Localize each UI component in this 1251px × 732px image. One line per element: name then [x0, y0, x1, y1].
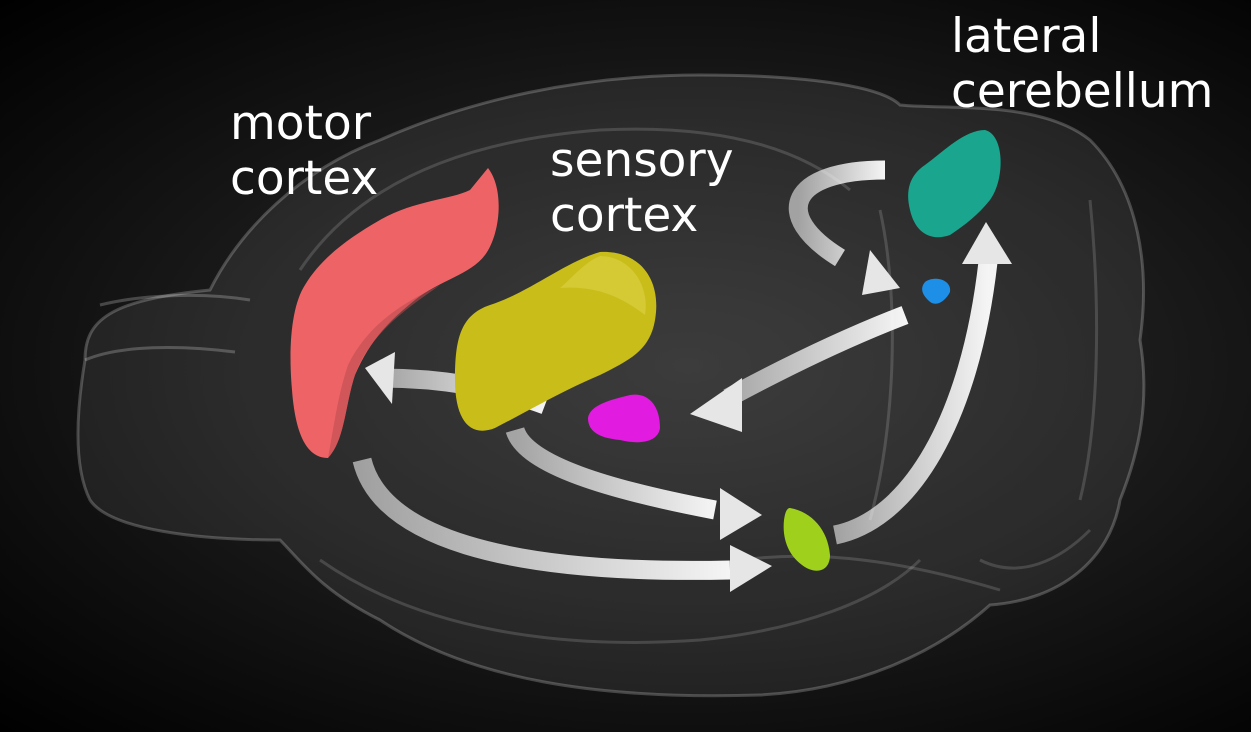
lateral-cerebellum-region	[908, 130, 1001, 238]
arrow-sensory-to-green	[505, 426, 762, 540]
lateral-cerebellum-label-line-1: lateral	[951, 9, 1102, 64]
sensory-cortex-label: sensory cortex	[550, 133, 734, 243]
motor-cortex-label-line-2: cortex	[230, 151, 379, 206]
sensory-cortex-region	[455, 251, 657, 431]
arrow-green-to-cerebellum	[832, 222, 1012, 545]
arrow-blue-to-magenta	[690, 306, 909, 432]
sensory-cortex-label-line-1: sensory	[550, 133, 734, 188]
brain-body-outline	[76, 73, 1146, 698]
motor-cortex-label-line-1: motor	[230, 96, 372, 151]
brain-regions	[290, 130, 1001, 571]
sensory-cortex-highlight	[560, 256, 646, 315]
lateral-cerebellum-label: lateral cerebellum	[951, 9, 1213, 119]
magenta-region	[588, 394, 660, 443]
green-region	[783, 508, 830, 571]
lateral-cerebellum-label-line-2: cerebellum	[951, 64, 1214, 119]
arrow-cerebellum-to-blue	[788, 160, 900, 295]
motor-cortex-label: motor cortex	[230, 96, 378, 206]
cortex-inner-outline	[298, 127, 922, 644]
sensory-cortex-label-line-2: cortex	[550, 188, 699, 243]
olfactory-bulb-outline	[84, 293, 251, 362]
cerebellum-inner-outline	[868, 199, 1099, 570]
arrow-motor-to-green	[352, 457, 772, 592]
brain-outline	[76, 73, 1146, 698]
brainstem-outline	[739, 554, 1001, 592]
motor-cortex-shade	[328, 285, 440, 458]
blue-region	[922, 278, 951, 304]
